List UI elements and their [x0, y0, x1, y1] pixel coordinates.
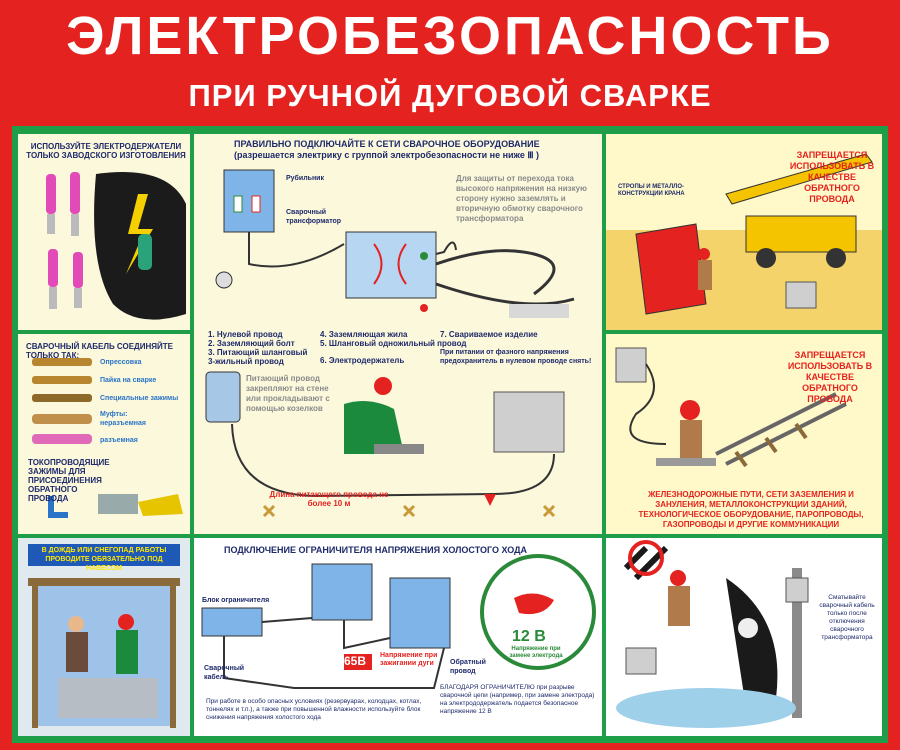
panel-crane: ЗАПРЕЩАЕТСЯ ИСПОЛЬЗОВАТЬ В КАЧЕСТВЕ ОБРА… — [606, 134, 882, 330]
ignition-note: Напряжение при зажигании дуги — [380, 652, 438, 667]
limiter-title: ПОДКЛЮЧЕНИЕ ОГРАНИЧИТЕЛЯ НАПРЯЖЕНИЯ ХОЛО… — [224, 545, 528, 555]
transformer-label: Сварочный трансформатор — [286, 209, 342, 225]
return-label: Обратный провод — [450, 659, 486, 675]
panel-rain-canopy: В ДОЖДЬ ИЛИ СНЕГОПАД РАБОТЫ ПРОВОДИТЕ ОБ… — [18, 538, 190, 736]
rails-list: ЖЕЛЕЗНОДОРОЖНЫЕ ПУТИ, СЕТИ ЗАЗЕМЛЕНИЯ И … — [638, 490, 864, 529]
panel-rails: ЗАПРЕЩАЕТСЯ ИСПОЛЬЗОВАТЬ В КАЧЕСТВЕ ОБРА… — [606, 334, 882, 534]
panel-cable-connections: СВАРОЧНЫЙ КАБЕЛЬ СОЕДИНЯЙТЕ ТОЛЬКО ТАК: … — [18, 334, 190, 534]
reel-illustration — [616, 540, 809, 728]
cable-item-clamps: Специальные зажимы — [100, 395, 179, 402]
legend-1: 1. Нулевой провод — [208, 330, 283, 339]
cable-caption: СВАРОЧНЫЙ КАБЕЛЬ СОЕДИНЯЙТЕ ТОЛЬКО ТАК: — [26, 342, 174, 360]
rain-illustration — [28, 578, 180, 728]
block-label: Блок ограничителя — [202, 597, 270, 604]
voltage-ignition: 65В — [344, 654, 367, 668]
crane-illustration — [606, 153, 882, 330]
cable-label: Сварочный кабель — [204, 665, 245, 681]
poster-title: ЭЛЕКТРОБЕЗОПАСНОСТЬ — [66, 6, 834, 66]
panel-connect-equipment: ПРАВИЛЬНО ПОДКЛЮЧАЙТЕ К СЕТИ СВАРОЧНОЕ О… — [194, 134, 602, 534]
rails-warning: ЗАПРЕЩАЕТСЯ ИСПОЛЬЗОВАТЬ В КАЧЕСТВЕ ОБРА… — [787, 350, 873, 404]
danger-note: При работе в особо опасных условиях (рез… — [206, 698, 422, 721]
panel-reel: Сматывайте сварочный кабель только после… — [606, 538, 882, 736]
poster-board: ИСПОЛЬЗУЙТЕ ЭЛЕКТРОДЕРЖАТЕЛИ ТОЛЬКО ЗАВО… — [12, 126, 888, 743]
legend-2: 2. Заземляющий болт — [208, 339, 295, 348]
panel-voltage-limiter: ПОДКЛЮЧЕНИЕ ОГРАНИЧИТЕЛЯ НАПРЯЖЕНИЯ ХОЛО… — [194, 538, 602, 736]
connect-title: ПРАВИЛЬНО ПОДКЛЮЧАЙТЕ К СЕТИ СВАРОЧНОЕ О… — [234, 139, 540, 149]
rain-caption-box — [28, 544, 180, 566]
legend-6: 6. Электродержатель — [320, 356, 405, 365]
rain-caption: В ДОЖДЬ ИЛИ СНЕГОПАД РАБОТЫ ПРОВОДИТЕ ОБ… — [41, 547, 167, 572]
phase-note: При питании от фазного напряжения предох… — [440, 349, 592, 365]
cable-item-permanent: неразъемная — [100, 420, 146, 427]
connect-illustration — [205, 169, 575, 518]
poster-subtitle: ПРИ РУЧНОЙ ДУГОВОЙ СВАРКЕ — [188, 78, 712, 113]
limiter-illustration — [201, 554, 596, 689]
rails-illustration — [615, 347, 847, 468]
protect-note: Для защиты от перехода тока высокого нап… — [456, 174, 587, 223]
thanks-note: БЛАГОДАРЯ ОГРАНИЧИТЕЛЮ при разрыве сваро… — [440, 684, 595, 715]
connect-subtitle: (разрешается электрику с группой электро… — [234, 150, 540, 160]
holders-illustration — [46, 172, 186, 320]
cable-item-solder: Пайка на сварке — [100, 377, 157, 384]
crane-label: СТРОПЫ И МЕТАЛЛО-КОНСТРУКЦИИ КРАНА — [618, 184, 685, 197]
legend-3: 3. Питающий шланговый 3-жильный провод — [208, 348, 308, 366]
panel-electrode-holders: ИСПОЛЬЗУЙТЕ ЭЛЕКТРОДЕРЖАТЕЛИ ТОЛЬКО ЗАВО… — [18, 134, 190, 330]
legend-7: 7. Свариваемое изделие — [440, 330, 538, 339]
cable-illustration — [32, 358, 183, 518]
length-note: Длина питающего провода не более 10 м — [269, 490, 389, 508]
crane-warning: ЗАПРЕЩАЕТСЯ ИСПОЛЬЗОВАТЬ В КАЧЕСТВЕ ОБРА… — [789, 150, 875, 204]
switch-label: Рубильник — [286, 175, 324, 182]
clamps-caption: ТОКОПРОВОДЯЩИЕ ЗАЖИМЫ ДЛЯ ПРИСОЕДИНЕНИЯ … — [28, 458, 110, 503]
reel-note: Сматывайте сварочный кабель только после… — [819, 594, 875, 641]
voltage-change: 12 В — [512, 628, 546, 645]
wire-note: Питающий провод закрепляют на стене или … — [246, 374, 330, 413]
cable-item-detachable: разъемная — [100, 437, 138, 444]
legend-4: 4. Заземляющая жила — [320, 330, 408, 339]
cable-item-couplings: Муфты: — [100, 411, 128, 418]
legend-5: 5. Шланговый одножильный провод — [320, 339, 467, 348]
change-note: Напряжение при замене электрода — [509, 646, 563, 659]
holders-caption: ИСПОЛЬЗУЙТЕ ЭЛЕКТРОДЕРЖАТЕЛИ ТОЛЬКО ЗАВО… — [26, 142, 186, 160]
cable-item-crimp: Опрессовка — [100, 359, 142, 366]
